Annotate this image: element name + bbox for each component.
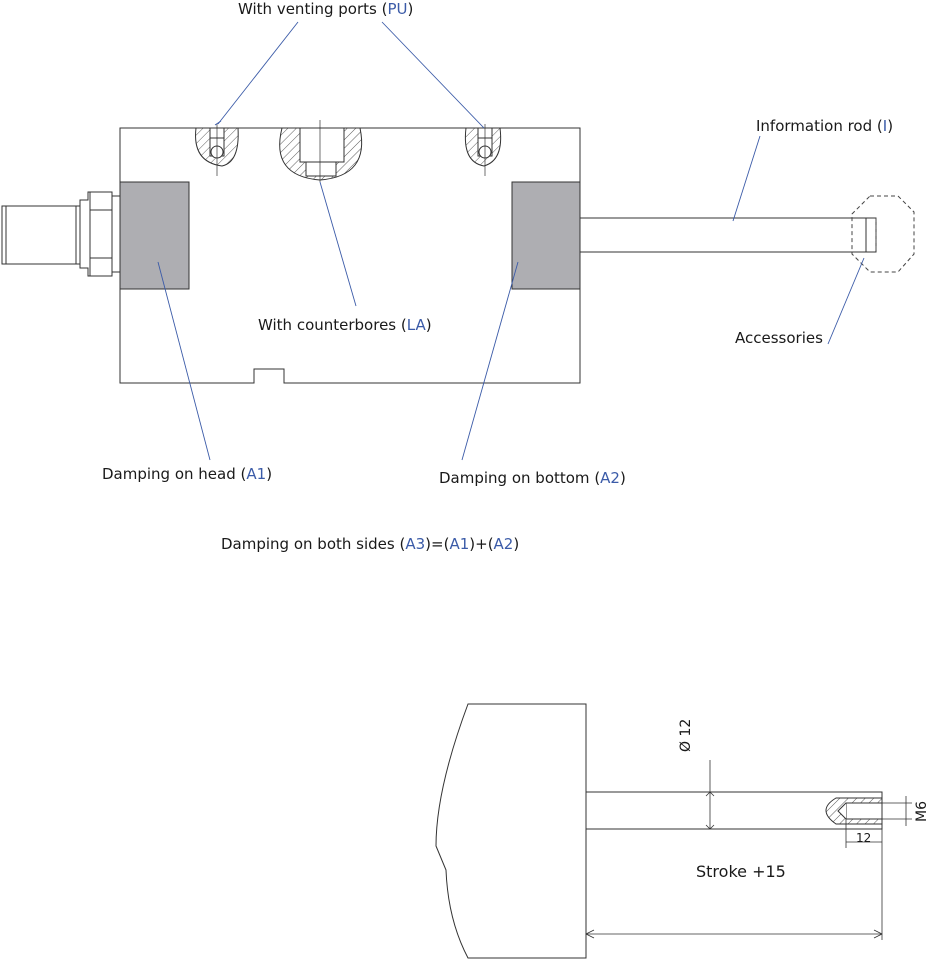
label-text: With venting ports — [238, 0, 382, 18]
dimension-lines — [585, 760, 912, 940]
label-damping-head: Damping on head (A1) — [102, 465, 273, 483]
label-text: Damping on bottom — [439, 469, 595, 487]
rod-detail — [435, 703, 883, 959]
threaded-hole — [825, 797, 883, 825]
label-code: A3 — [405, 535, 426, 553]
dim-thread: M6 — [914, 801, 930, 822]
label-accessories: Accessories — [735, 329, 823, 347]
label-text: Damping on head — [102, 465, 241, 483]
dim-depth: 12 — [856, 831, 872, 845]
label-plus: + — [475, 535, 488, 553]
label-code-3: A2 — [493, 535, 514, 553]
label-code: A1 — [246, 465, 267, 483]
accessories-outline — [851, 195, 915, 273]
label-damping-bottom: Damping on bottom (A2) — [439, 469, 626, 487]
label-code-2: A1 — [449, 535, 470, 553]
label-eq: = — [431, 535, 444, 553]
label-code: A2 — [600, 469, 620, 487]
dim-stroke: Stroke +15 — [696, 862, 786, 881]
threaded-fitting — [1, 191, 120, 277]
label-code: PU — [387, 0, 408, 18]
venting-port-left — [195, 124, 239, 176]
dim-diameter: Ø 12 — [678, 718, 694, 752]
label-text: Damping on both sides — [221, 535, 400, 553]
label-code: LA — [406, 316, 426, 334]
venting-port-right — [464, 124, 502, 176]
label-text: Accessories — [735, 329, 823, 347]
damping-block-bottom — [511, 181, 581, 290]
piston-rod — [580, 217, 877, 253]
label-damping-both: Damping on both sides (A3)=(A1)+(A2) — [221, 535, 520, 553]
label-information-rod: Information rod (I) — [756, 117, 894, 135]
counterbore — [279, 120, 363, 182]
label-text: Information rod — [756, 117, 877, 135]
leader-lines — [157, 21, 865, 461]
label-counterbores: With counterbores (LA) — [258, 316, 432, 334]
damping-block-head — [119, 181, 190, 290]
label-text: With counterbores — [258, 316, 401, 334]
label-code: I — [882, 117, 888, 135]
label-venting-ports: With venting ports (PU) — [238, 0, 414, 18]
